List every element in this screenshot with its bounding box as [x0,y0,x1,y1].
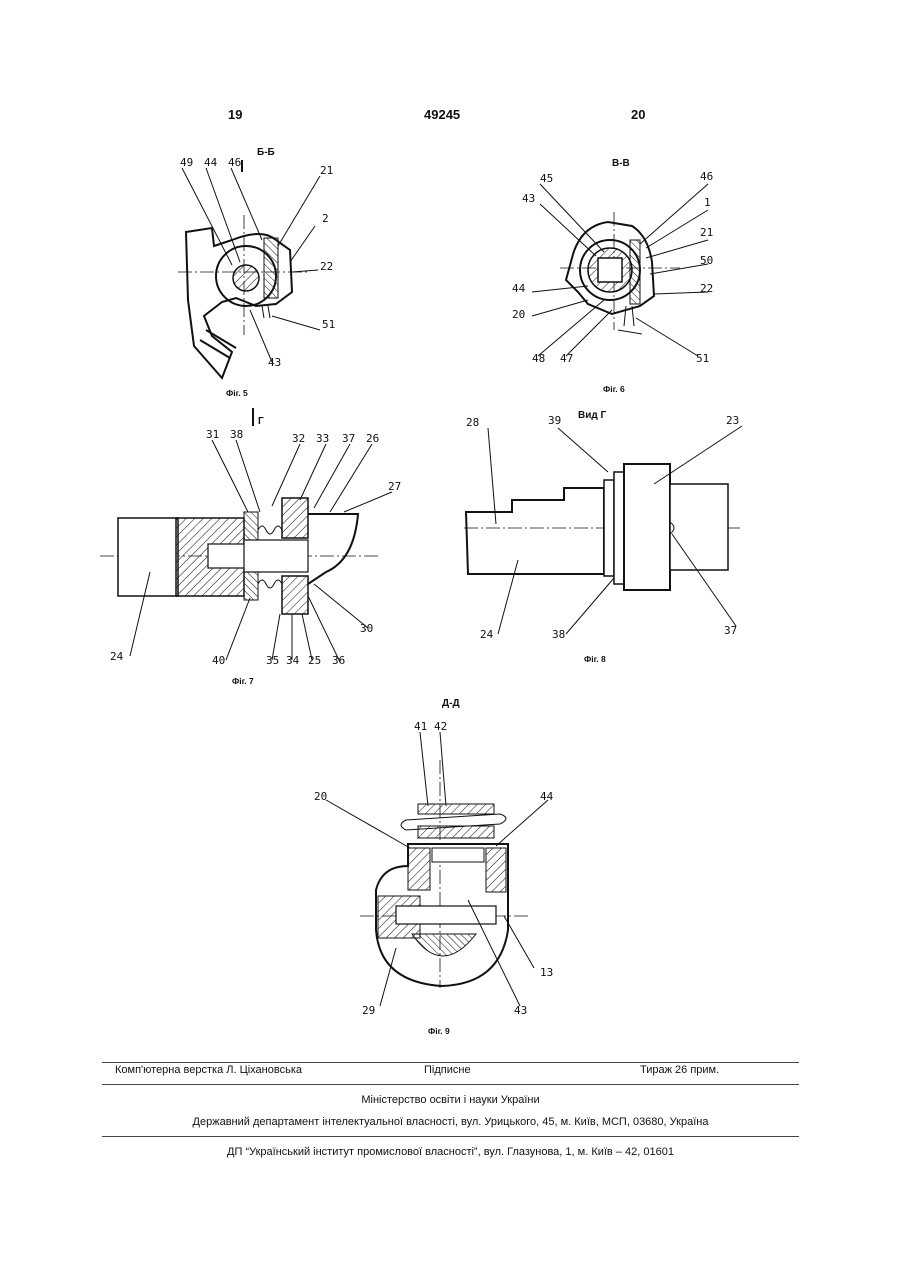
fig8-caption: Фіг. 8 [584,654,606,664]
footer-signed: Підписне [424,1064,471,1076]
footer-layout-credit: Комп'ютерна верстка Л. Ціхановська [115,1064,302,1076]
fig7-label-30: 30 [360,622,373,635]
fig6-label-22: 22 [700,282,713,295]
fig6-label-45: 45 [540,172,553,185]
fig6-label-50: 50 [700,254,713,267]
fig9-label-44: 44 [540,790,554,803]
fig6-section-label: В-В [612,158,630,169]
fig5-caption: Фіг. 5 [226,388,248,398]
fig6-label-21: 21 [700,226,713,239]
fig9-label-42: 42 [434,720,447,733]
footer-rule-middle [102,1084,799,1085]
footer-ministry: Міністерство освіти і науки України [102,1094,799,1106]
fig6-label-43: 43 [522,192,535,205]
footer-institute: ДП “Український інститут промислової вла… [102,1146,799,1158]
fig6-label-44: 44 [512,282,526,295]
fig6-label-46: 46 [700,170,713,183]
fig6-caption: Фіг. 6 [603,384,625,394]
fig9-section-label: Д-Д [442,698,460,709]
fig9-label-41: 41 [414,720,427,733]
fig6-label-47: 47 [560,352,573,365]
fig8-label-39: 39 [548,414,561,427]
fig7-label-38: 38 [230,428,243,441]
fig5-label-43: 43 [268,356,281,369]
fig7-label-31: 31 [206,428,219,441]
fig5-label-2: 2 [322,212,329,225]
fig6-label-20: 20 [512,308,525,321]
fig7-label-40: 40 [212,654,225,667]
fig7-label-32: 32 [292,432,305,445]
figure-6: В-В 45 43 46 1 21 50 44 22 20 48 47 51 Ф… [512,158,713,394]
fig7-label-34: 34 [286,654,300,667]
fig9-label-20: 20 [314,790,327,803]
fig8-label-28: 28 [466,416,479,429]
footer-rule-bottom [102,1136,799,1137]
fig9-label-13: 13 [540,966,553,979]
fig8-label-23: 23 [726,414,739,427]
fig7-view-marker: Г [258,416,264,427]
fig9-caption: Фіг. 9 [428,1026,450,1036]
fig7-label-33: 33 [316,432,329,445]
fig7-label-37: 37 [342,432,355,445]
fig5-label-21: 21 [320,164,333,177]
fig9-label-29: 29 [362,1004,375,1017]
figure-8: Вид Г 28 39 23 24 38 37 Фіг. 8 [464,410,742,664]
figure-9: Д-Д 41 42 20 44 13 29 43 Фіг. 9 [314,698,554,1036]
footer-department: Державний департамент інтелектуальної вл… [102,1116,799,1128]
figure-7: Г 31 38 32 33 37 26 27 24 30 40 35 34 25… [100,408,401,686]
fig5-label-49: 49 [180,156,193,169]
fig5-label-51: 51 [322,318,335,331]
footer-rule-top [102,1062,799,1063]
footer-circulation: Тираж 26 прим. [640,1064,719,1076]
fig7-label-24: 24 [110,650,124,663]
fig8-label-24: 24 [480,628,494,641]
fig7-label-35: 35 [266,654,279,667]
fig8-section-label: Вид Г [578,410,606,421]
fig5-label-46: 46 [228,156,241,169]
fig7-label-26: 26 [366,432,379,445]
fig7-label-27: 27 [388,480,401,493]
fig5-label-44: 44 [204,156,218,169]
fig6-label-1: 1 [704,196,711,209]
technical-drawings: Б-Б 49 44 46 21 2 22 51 43 Фіг. 5 В-В 45… [0,0,901,1060]
fig5-label-22: 22 [320,260,333,273]
fig7-caption: Фіг. 7 [232,676,254,686]
fig6-label-48: 48 [532,352,545,365]
fig8-label-37: 37 [724,624,737,637]
fig8-label-38: 38 [552,628,565,641]
fig7-label-36: 36 [332,654,345,667]
figure-5: Б-Б 49 44 46 21 2 22 51 43 Фіг. 5 [178,147,335,398]
fig7-label-25: 25 [308,654,321,667]
fig6-label-51: 51 [696,352,709,365]
fig9-label-43: 43 [514,1004,527,1017]
fig5-section-label: Б-Б [257,147,275,158]
